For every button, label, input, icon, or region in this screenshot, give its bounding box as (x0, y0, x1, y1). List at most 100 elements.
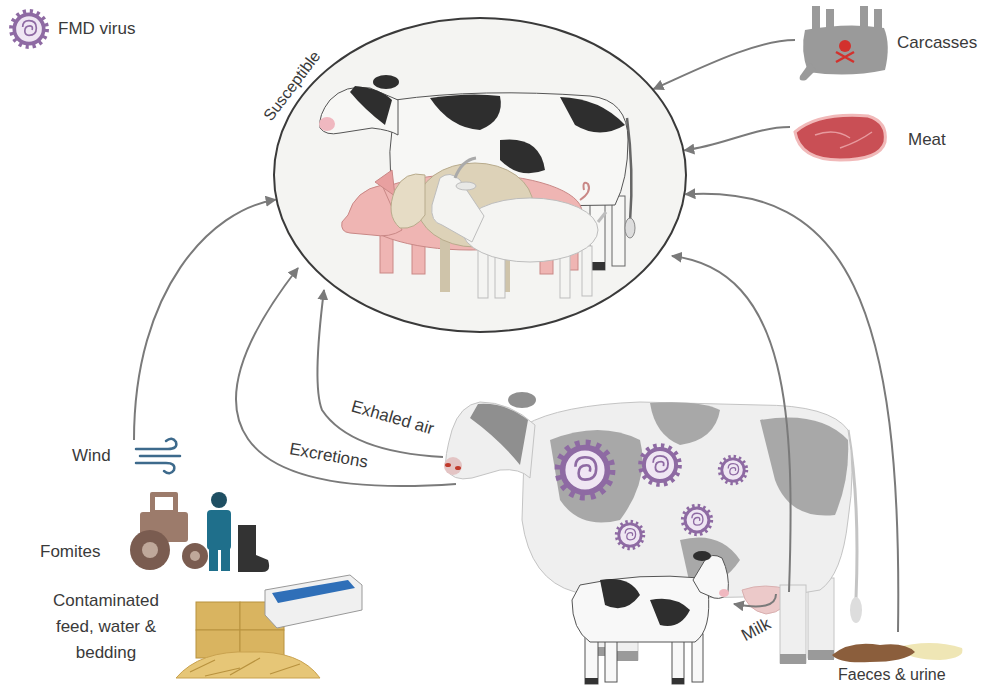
carcass-icon (800, 6, 888, 81)
feed-water-bedding (176, 652, 320, 678)
susceptible-cow (319, 75, 635, 270)
infected-cow (444, 392, 862, 664)
goat (432, 158, 606, 298)
node-label: Susceptible (260, 48, 324, 125)
faeces-urine-icon (832, 643, 963, 662)
transmission-arrow (734, 594, 776, 606)
wind-icon (136, 439, 176, 449)
fomites-icons (155, 497, 173, 510)
pig (580, 183, 589, 200)
feed-water-bedding (272, 580, 355, 603)
infected-cow (444, 457, 462, 475)
susceptible-cow (430, 94, 501, 130)
transmission-arrow (236, 256, 790, 606)
susceptible-cow (500, 139, 545, 173)
infected-cow (850, 597, 862, 623)
calf (585, 636, 598, 684)
feed-water-bedding (176, 575, 362, 678)
wind-source: Wind (72, 440, 184, 472)
calf (600, 579, 640, 608)
virus-icon (11, 11, 47, 47)
source-label: Contaminated feed, water & bedding (50, 588, 162, 666)
susceptible-cow (350, 86, 392, 125)
goat (478, 248, 488, 298)
infected-cow (508, 392, 536, 408)
meat-icon (795, 115, 885, 160)
fomites-icons (209, 548, 218, 571)
transmission-arrow (236, 268, 456, 486)
susceptible-cow (319, 117, 335, 131)
calf (693, 551, 711, 561)
calf (650, 599, 690, 626)
node-label: Carcasses (897, 33, 977, 53)
susceptible-cow (612, 196, 625, 266)
wind-icon (136, 463, 174, 473)
susceptible-cow (625, 218, 635, 238)
faeces-urine-source: Faeces & urine (826, 632, 966, 688)
legend-label: FMD virus (58, 19, 135, 39)
route-label: Milk (738, 614, 774, 645)
goat (582, 246, 592, 296)
fomites-icons (182, 543, 208, 569)
feed-water-bedding (196, 602, 240, 630)
goat (462, 198, 598, 262)
fomites-icons (221, 548, 230, 571)
wind-icon (136, 439, 180, 474)
circle-outline (274, 18, 686, 332)
feed-water-bedding (190, 658, 300, 676)
pig (380, 235, 393, 273)
carcass-icon (803, 25, 888, 74)
infected-cow (446, 402, 535, 479)
infected-cow (780, 585, 806, 663)
carcass-icon (836, 52, 854, 62)
circle-ground (274, 18, 686, 332)
transmission-arrow (685, 194, 898, 632)
meat-icon (815, 132, 872, 148)
route-label: Exhaled air (348, 397, 435, 439)
infected-cow (616, 521, 643, 548)
meat-icon (795, 115, 885, 160)
susceptible-cow (560, 97, 625, 133)
goat (456, 182, 476, 190)
infected-cow (455, 466, 461, 470)
calf (672, 678, 684, 684)
transmission-arrow (317, 290, 443, 457)
source-label: Fomites (40, 542, 100, 562)
infected-cow (780, 654, 806, 664)
fomites-icons (150, 492, 178, 516)
infected-cow (558, 443, 612, 497)
route-label: Excretions (287, 439, 369, 472)
transmission-arrow (684, 127, 790, 150)
susceptible-cow (373, 75, 399, 89)
node-label: Faeces & urine (838, 666, 946, 684)
infected-cow (808, 650, 834, 660)
virus-icon (11, 11, 47, 47)
fomites-icons (211, 492, 227, 508)
calf (605, 636, 617, 682)
susceptible-circle: Susceptible (273, 17, 687, 333)
infected-cow (719, 456, 746, 483)
fomites-icons (190, 551, 200, 561)
fomites-icons (207, 510, 231, 550)
sheep (391, 174, 425, 228)
node-label: Meat (908, 130, 946, 150)
infected-cow (683, 506, 712, 535)
transmission-arrow (672, 256, 791, 592)
fomites-icons (130, 492, 269, 572)
transmission-arrow (654, 40, 795, 89)
infected-cow (760, 418, 848, 516)
meat-source: Meat (790, 112, 955, 162)
infected-cow (445, 463, 451, 467)
feed-water-bedding (265, 575, 362, 628)
goat (455, 158, 476, 178)
calf (572, 576, 709, 642)
pig (375, 170, 395, 196)
calf (672, 636, 684, 684)
carcass-icon (800, 62, 816, 81)
circle-outline (273, 17, 687, 333)
fomites-icons (142, 542, 158, 558)
faeces-urine-icon (832, 644, 915, 663)
carcass-icon (839, 40, 851, 52)
